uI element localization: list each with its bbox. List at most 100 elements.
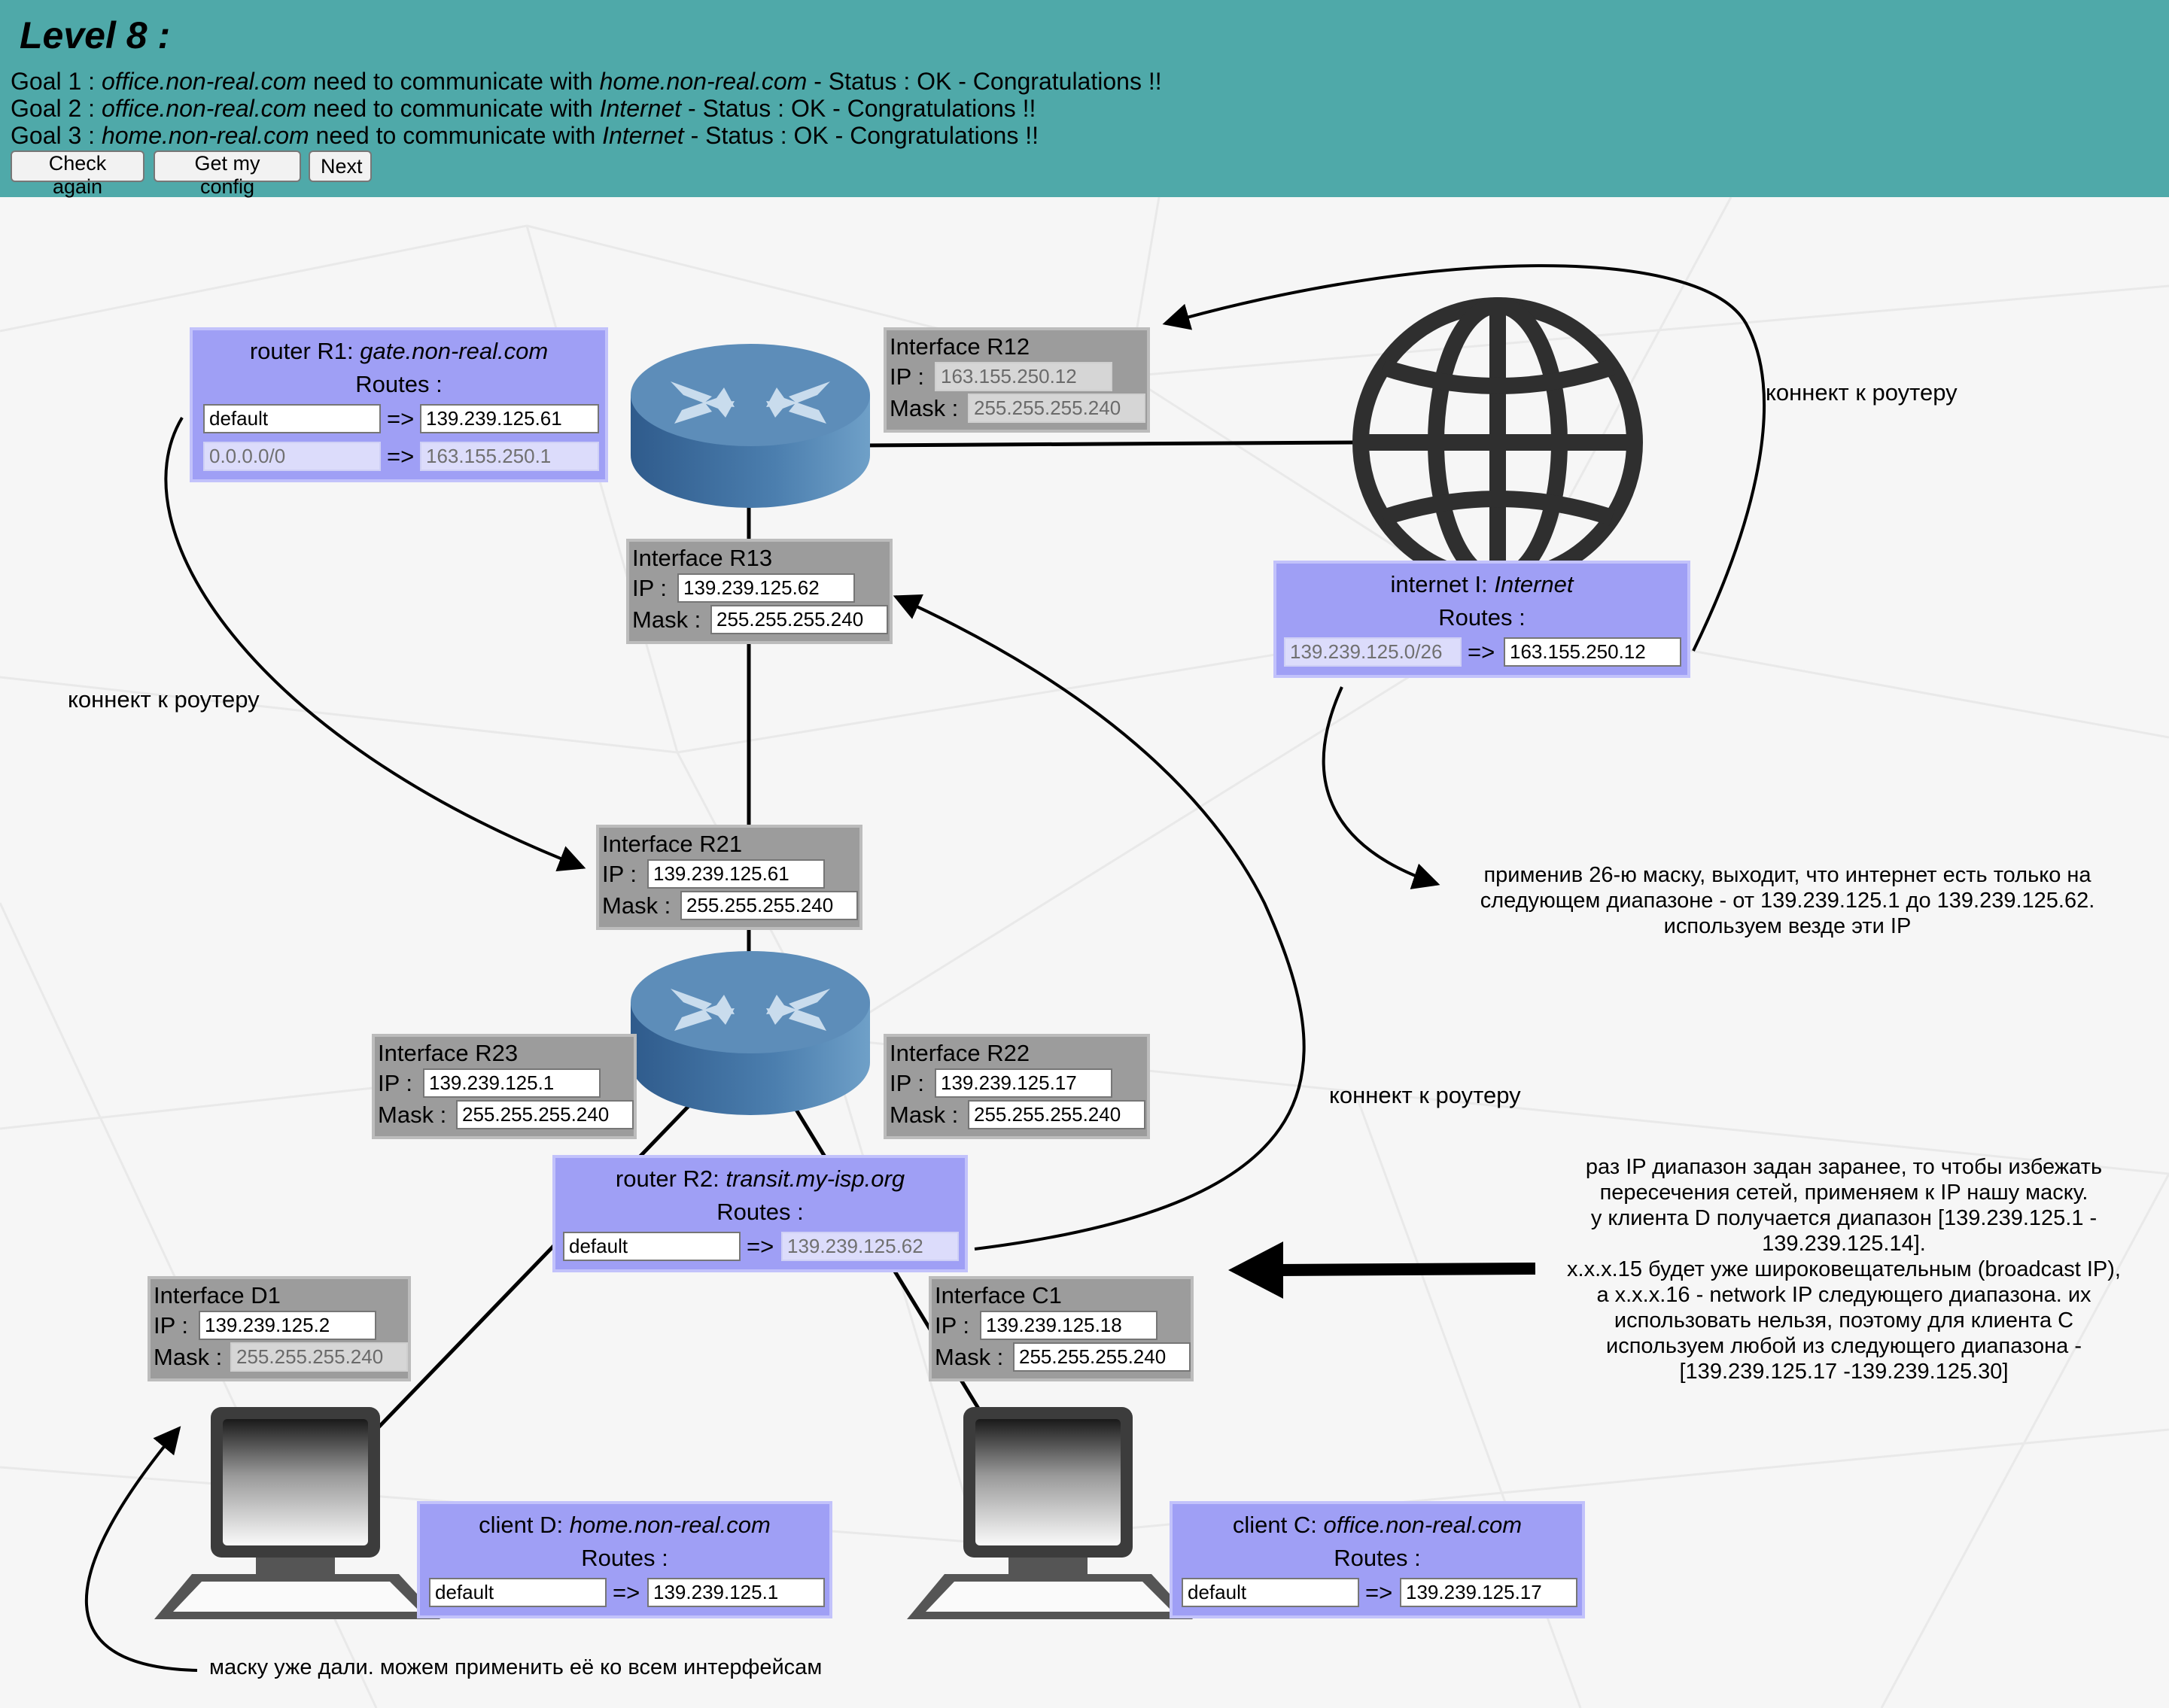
client-d-panel: client D: home.non-real.com Routes : def… [417,1501,832,1618]
mask-input[interactable]: 255.255.255.240 [710,605,888,634]
route-gateway-readonly: 139.239.125.62 [781,1232,959,1261]
note-line: используем любой из следующего диапазона… [1543,1333,2145,1359]
note-line: 139.239.125.14]. [1543,1231,2145,1257]
interface-r23-panel: Interface R23 IP : 139.239.125.1 Mask : … [372,1034,637,1139]
annotation-connect-r21: коннект к роутеру [68,686,260,713]
router-name: Internet [1494,571,1573,597]
ip-input[interactable]: 139.239.125.61 [647,859,825,889]
client-prefix: client C: [1233,1512,1324,1538]
arrow-mask-note [1324,687,1437,884]
mask-label: Mask : [602,892,671,919]
client-c-title: client C: office.non-real.com [1173,1512,1582,1539]
router-name: transit.my-isp.org [726,1166,905,1192]
interface-r22-panel: Interface R22 IP : 139.239.125.17 Mask :… [884,1034,1150,1139]
client-name: office.non-real.com [1323,1512,1522,1538]
ip-input[interactable]: 139.239.125.2 [199,1311,376,1340]
ip-input[interactable]: 139.239.125.17 [935,1068,1112,1098]
interface-title: Interface R23 [378,1040,518,1067]
ip-label: IP : [602,861,637,888]
ip-label: IP : [890,1070,924,1097]
route-gateway-readonly: 163.155.250.1 [420,442,599,471]
link-r1-internet [858,442,1355,445]
route-gateway-input[interactable]: 163.155.250.12 [1504,637,1681,667]
ip-label: IP : [632,575,667,602]
client-c-panel: client C: office.non-real.com Routes : d… [1170,1501,1585,1618]
route-arrow: => [1468,639,1495,666]
router-name: gate.non-real.com [360,338,548,364]
route-dest-readonly: 139.239.125.0/26 [1284,637,1462,667]
annotation-connect-internet: коннект к роутеру [1766,379,1958,406]
ip-input[interactable]: 139.239.125.18 [980,1311,1158,1340]
interface-title: Interface R21 [602,831,742,858]
route-arrow: => [613,1579,640,1606]
globe-icon [1347,292,1648,593]
route-dest-input[interactable]: default [429,1578,607,1607]
big-arrow-range [1228,1241,1535,1299]
interface-title: Interface C1 [935,1282,1062,1309]
route-dest-input[interactable]: default [1182,1578,1359,1607]
annotation-bottom-note: маску уже дали. можем применить её ко вс… [209,1655,822,1680]
mask-input[interactable]: 255.255.255.240 [968,1100,1145,1129]
annotation-connect-r13: коннект к роутеру [1329,1082,1521,1109]
router-r1-title: router R1: gate.non-real.com [193,338,605,365]
router-prefix: router R1: [250,338,360,364]
note-line: используем везде эти IP [1460,913,2115,939]
interface-r12-panel: Interface R12 IP : 163.155.250.12 Mask :… [884,327,1150,433]
interface-c1-panel: Interface C1 IP : 139.239.125.18 Mask : … [929,1276,1194,1381]
computer-icon [151,1407,444,1625]
routes-label: Routes : [1276,604,1687,631]
route-dest-input[interactable]: default [563,1232,741,1261]
note-line: применив 26-ю маску, выходит, что интерн… [1460,862,2115,888]
mask-input[interactable]: 255.255.255.240 [680,891,858,920]
client-prefix: client D: [479,1512,570,1538]
client-d-title: client D: home.non-real.com [420,1512,829,1539]
ip-input[interactable]: 139.239.125.1 [423,1068,601,1098]
router-r2-title: router R2: transit.my-isp.org [555,1166,965,1193]
routes-label: Routes : [555,1199,965,1226]
route-arrow: => [387,443,414,470]
ip-label: IP : [378,1070,412,1097]
client-name: home.non-real.com [570,1512,771,1538]
note-line: у клиента D получается диапазон [139.239… [1543,1205,2145,1231]
mask-readonly: 255.255.255.240 [230,1342,408,1372]
route-arrow: => [747,1233,774,1260]
route-gateway-input[interactable]: 139.239.125.17 [1400,1578,1577,1607]
router-prefix: router R2: [616,1166,726,1192]
annotation-mask-note: применив 26-ю маску, выходит, что интерн… [1460,862,2115,939]
mask-input[interactable]: 255.255.255.240 [456,1100,634,1129]
routes-label: Routes : [193,371,605,398]
router-icon [629,950,872,1123]
route-gateway-input[interactable]: 139.239.125.1 [647,1578,825,1607]
note-line: x.x.x.15 будет уже широковещательным (br… [1543,1257,2145,1282]
route-gateway-input[interactable]: 139.239.125.61 [420,404,599,433]
interface-r21-panel: Interface R21 IP : 139.239.125.61 Mask :… [596,825,862,930]
note-line: следующем диапазоне - от 139.239.125.1 д… [1460,888,2115,913]
router-r2-panel: router R2: transit.my-isp.org Routes : d… [552,1155,968,1272]
interface-r13-panel: Interface R13 IP : 139.239.125.62 Mask :… [626,539,893,644]
mask-label: Mask : [890,1102,958,1129]
mask-label: Mask : [935,1344,1003,1371]
interface-title: Interface R12 [890,333,1030,360]
ip-label: IP : [935,1312,969,1339]
interface-title: Interface D1 [154,1282,281,1309]
interface-title: Interface R22 [890,1040,1030,1067]
arrow-connect-r21 [166,418,583,868]
note-line: [139.239.125.17 -139.239.125.30] [1543,1359,2145,1384]
router-icon [629,342,872,515]
ip-input[interactable]: 139.239.125.62 [677,573,855,603]
note-line: раз IP диапазон задан заранее, то чтобы … [1543,1154,2145,1180]
routes-label: Routes : [420,1545,829,1572]
internet-panel: internet I: Internet Routes : 139.239.12… [1273,561,1690,678]
interface-title: Interface R13 [632,545,772,572]
mask-label: Mask : [378,1102,446,1129]
route-dest-input[interactable]: default [203,404,381,433]
note-line: пересечения сетей, применяем к IP нашу м… [1543,1180,2145,1205]
annotation-range-note: раз IP диапазон задан заранее, то чтобы … [1543,1154,2145,1384]
router-prefix: internet I: [1391,571,1495,597]
mask-label: Mask : [632,606,701,634]
ip-label: IP : [890,363,924,391]
ip-label: IP : [154,1312,188,1339]
router-r1-panel: router R1: gate.non-real.com Routes : de… [190,327,608,482]
interface-d1-panel: Interface D1 IP : 139.239.125.2 Mask : 2… [148,1276,411,1381]
mask-input[interactable]: 255.255.255.240 [1013,1342,1191,1372]
